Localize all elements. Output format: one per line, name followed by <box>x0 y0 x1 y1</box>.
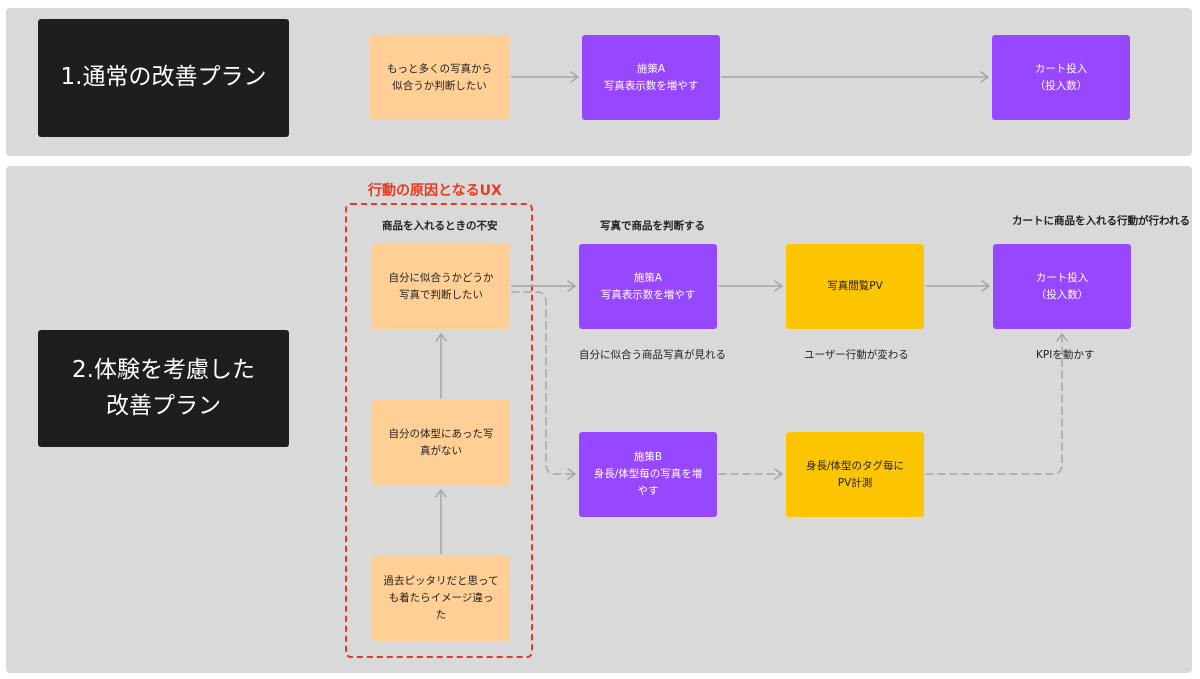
ux-item-no-body-photo: 自分の体型にあった写 真がない <box>372 400 510 485</box>
plan2-measure-b-node: 施策B 身長/体型毎の写真を増 やす <box>579 432 717 517</box>
tag-pv-node: 身長/体型のタグ毎に PV計測 <box>786 432 924 517</box>
anxiety-label: 商品を入れるときの不安 <box>382 220 498 232</box>
cart-action-label: カートに商品を入れる行動が行われる <box>1012 215 1190 227</box>
photo-pv-node: 写真閲覧PV <box>786 244 924 329</box>
caption-kpi: KPIを動かす <box>1036 349 1095 361</box>
caption-pv: ユーザー行動が変わる <box>804 349 909 361</box>
plan2-title: 2.体験を考慮した 改善プラン <box>38 330 289 447</box>
plan1-need-node: もっと多くの写真から 似合うか判断したい <box>370 35 509 120</box>
ux-cause-title: 行動の原因となるUX <box>368 183 502 199</box>
caption-measure-a: 自分に似合う商品写真が見れる <box>579 349 726 361</box>
ux-item-past-mismatch: 過去ピッタリだと思って も着たらイメージ違っ た <box>372 556 510 641</box>
ux-item-judge-fit: 自分に似合うかどうか 写真で判断したい <box>372 244 510 329</box>
plan2-result-node: カート投入 （投入数） <box>993 244 1131 329</box>
plan2-measure-a-node: 施策A 写真表示数を増やす <box>579 244 717 329</box>
plan1-title: 1.通常の改善プラン <box>38 19 289 137</box>
plan1-result-node: カート投入 （投入数） <box>992 35 1130 120</box>
plan1-measure-node: 施策A 写真表示数を増やす <box>582 35 720 120</box>
judge-label: 写真で商品を判断する <box>600 220 705 232</box>
